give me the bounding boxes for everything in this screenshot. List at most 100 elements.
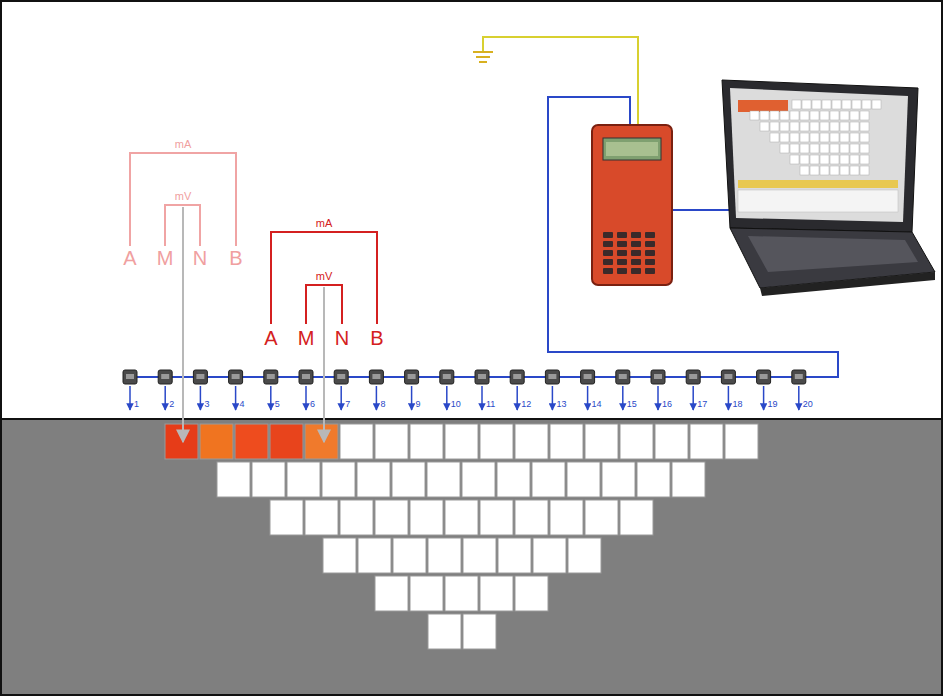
electrode-number: 8: [380, 400, 385, 409]
screen-cell: [820, 144, 829, 153]
current-label: mA: [175, 139, 192, 150]
screen-cell: [840, 133, 849, 142]
pseudosection-cell: [462, 462, 495, 497]
electrode-number: 18: [732, 400, 742, 409]
electrode-switch: [123, 370, 137, 384]
screen-cell: [850, 133, 859, 142]
electrode-stake: [270, 386, 272, 410]
pseudosection-cell: [392, 462, 425, 497]
screen-cell: [810, 122, 819, 131]
pseudosection-grid: [165, 424, 758, 649]
screen-cell: [780, 111, 789, 120]
keypad-key: [645, 268, 655, 274]
ground-surface: [0, 418, 943, 420]
pseudosection-cell: [445, 424, 478, 459]
electrode-switch-face: [126, 374, 134, 379]
keypad-key: [645, 241, 655, 247]
electrode-switch-face: [689, 374, 697, 379]
electrode-stake: [798, 386, 800, 410]
electrode-number: 13: [556, 400, 566, 409]
pseudosection-cell: [410, 500, 443, 535]
screen-cell: [760, 111, 769, 120]
electrode-letter: N: [193, 248, 207, 268]
screen-cell: [860, 133, 869, 142]
screen-cell: [780, 144, 789, 153]
electrode-stake: [200, 386, 202, 410]
pseudosection-cell: [427, 462, 460, 497]
screen-cell: [810, 155, 819, 164]
electrode-switch: [721, 370, 735, 384]
electrode-number: 3: [204, 400, 209, 409]
keypad-key: [645, 250, 655, 256]
screen-cell: [790, 144, 799, 153]
electrode-letter: B: [370, 328, 383, 348]
pseudosection-cell: [497, 462, 530, 497]
screen-cell: [800, 133, 809, 142]
electrode-switch: [369, 370, 383, 384]
pseudosection-cell: [445, 576, 478, 611]
screen-cell: [820, 122, 829, 131]
pseudosection-cell: [620, 424, 653, 459]
electrode-switch-face: [654, 374, 662, 379]
electrode-stake: [129, 386, 131, 410]
pseudosection-cell: [410, 424, 443, 459]
electrode-letter: A: [264, 328, 277, 348]
screen-cell: [820, 166, 829, 175]
pseudosection-cell: [200, 424, 233, 459]
keypad-key: [617, 259, 627, 265]
electrode-number: 20: [803, 400, 813, 409]
screen-cell: [830, 155, 839, 164]
electrode-number: 16: [662, 400, 672, 409]
screen-cell: [840, 166, 849, 175]
electrode-switch-face: [267, 374, 275, 379]
screen-cell: [800, 122, 809, 131]
screen-cell: [872, 100, 881, 109]
pseudosection-cell: [585, 500, 618, 535]
screen-cell: [820, 133, 829, 142]
pseudosection-cell: [340, 424, 373, 459]
measure-point-arrow: [323, 287, 325, 442]
electrode-switch: [405, 370, 419, 384]
keypad-key: [631, 250, 641, 256]
screen-cell: [750, 111, 759, 120]
electrode-number: 6: [310, 400, 315, 409]
screen-cell: [792, 100, 801, 109]
screen-cell: [760, 122, 769, 131]
electrode-number: 4: [240, 400, 245, 409]
pseudosection-cell: [428, 614, 461, 649]
electrode-switch: [334, 370, 348, 384]
resistivity-meter: [592, 125, 672, 285]
pseudosection-cell: [480, 424, 513, 459]
electrode-letter: B: [229, 248, 242, 268]
pseudosection-cell: [515, 500, 548, 535]
electrode-number: 12: [521, 400, 531, 409]
voltage-label: mV: [316, 271, 333, 282]
electrode-switch: [545, 370, 559, 384]
pseudosection-cell: [550, 500, 583, 535]
electrode-switch: [581, 370, 595, 384]
pseudosection-cell: [445, 500, 478, 535]
screen-cell: [860, 111, 869, 120]
pseudosection-cell: [322, 462, 355, 497]
electrode-stake: [411, 386, 413, 410]
electrode-switch: [299, 370, 313, 384]
pseudosection-cell: [428, 538, 461, 573]
electrode-switch-face: [513, 374, 521, 379]
pseudosection-cell: [585, 424, 618, 459]
keypad-key: [617, 268, 627, 274]
electrode-stake: [657, 386, 659, 410]
electrode-stake: [552, 386, 554, 410]
pseudosection-cell: [480, 576, 513, 611]
electrode-number: 1: [134, 400, 139, 409]
screen-cell: [860, 166, 869, 175]
pseudosection-cell: [463, 538, 496, 573]
electrode-row: [123, 370, 806, 410]
screen-cell: [840, 122, 849, 131]
electrode-switch-face: [161, 374, 169, 379]
keypad-key: [631, 259, 641, 265]
screen-cell: [850, 166, 859, 175]
screen-cell: [830, 166, 839, 175]
